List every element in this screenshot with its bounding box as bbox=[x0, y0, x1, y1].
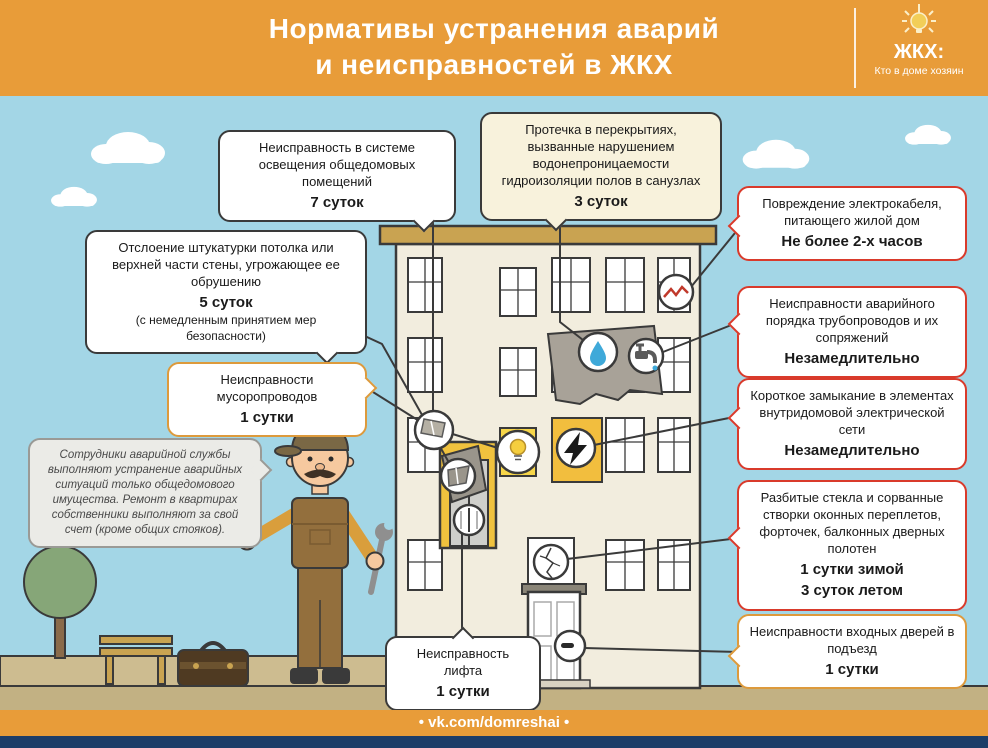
callout-glazing: Разбитые стекла и сорванные створки окон… bbox=[727, 480, 967, 611]
callout-short-circuit-term: Незамедлительно bbox=[784, 441, 920, 459]
callout-plaster: Отслоение штукатурки потолка или верхней… bbox=[85, 230, 367, 365]
briefcase bbox=[177, 641, 249, 687]
callout-elevator-term: 1 сутки bbox=[436, 682, 490, 700]
cracked-glass-marker-icon bbox=[532, 543, 570, 581]
callout-worker-note-text: Сотрудники аварийной службы выполняют ус… bbox=[47, 449, 243, 536]
callout-worker-note: Сотрудники аварийной службы выполняют ус… bbox=[28, 438, 272, 548]
poster-title: Нормативы устранения аварий и неисправно… bbox=[0, 11, 988, 84]
callout-elevator-text: Неисправность лифта bbox=[416, 646, 510, 678]
header: Нормативы устранения аварий и неисправно… bbox=[0, 0, 988, 96]
scene-illustration bbox=[0, 124, 988, 710]
bottom-bar bbox=[0, 736, 988, 748]
callout-glazing-term-winter: 1 сутки зимой bbox=[800, 560, 904, 578]
lightbulb-logo-icon bbox=[902, 4, 936, 33]
callout-glazing-term-summer: 3 суток летом bbox=[800, 582, 904, 600]
callout-lighting-term: 7 суток bbox=[310, 193, 364, 211]
callout-cable-text: Повреждение электрокабеля, питающего жил… bbox=[762, 196, 942, 228]
footer: • vk.com/domreshai • bbox=[0, 710, 988, 736]
callout-lighting: Неисправность в системе освещения общедо… bbox=[218, 130, 456, 232]
falling-plaster-marker-icon bbox=[439, 457, 477, 495]
callout-pipes-term: Незамедлительно bbox=[784, 349, 920, 367]
lightbulb-marker-icon bbox=[495, 429, 541, 475]
callout-plaster-term: 5 суток bbox=[199, 293, 253, 311]
callout-leak-term: 3 суток bbox=[574, 192, 628, 210]
callout-cable: Повреждение электрокабеля, питающего жил… bbox=[727, 186, 967, 262]
tree bbox=[23, 545, 97, 659]
elevator-doors-marker-icon bbox=[452, 503, 486, 537]
roof bbox=[378, 224, 718, 246]
callout-chute-term: 1 сутки bbox=[240, 408, 294, 426]
callout-elevator: Неисправность лифта 1 сутки bbox=[385, 626, 541, 712]
callout-entrance-doors-term: 1 сутки bbox=[825, 660, 879, 678]
callout-short-circuit: Короткое замыкание в элементах внутридом… bbox=[727, 378, 967, 471]
footer-link: • vk.com/domreshai • bbox=[418, 714, 570, 731]
bench bbox=[99, 635, 173, 685]
garbage-chute-marker-icon bbox=[413, 409, 455, 451]
callout-chute-text: Неисправности мусоропроводов bbox=[216, 372, 318, 404]
callout-plaster-text: Отслоение штукатурки потолка или верхней… bbox=[112, 240, 340, 289]
callout-pipes-text: Неисправности аварийного порядка трубопр… bbox=[765, 296, 939, 345]
callout-lighting-text: Неисправность в системе освещения общедо… bbox=[258, 140, 416, 189]
callout-glazing-text: Разбитые стекла и сорванные створки окон… bbox=[759, 490, 945, 556]
door-handle-marker-icon bbox=[553, 629, 587, 663]
callout-entrance-doors: Неисправности входных дверей в подъезд 1… bbox=[727, 614, 967, 690]
water-drop-marker-icon bbox=[577, 331, 619, 373]
callout-chute: Неисправности мусоропроводов 1 сутки bbox=[167, 362, 377, 438]
callout-leak-text: Протечка в перекрытиях, вызванные наруше… bbox=[501, 122, 701, 188]
header-divider bbox=[854, 8, 856, 88]
markers bbox=[413, 273, 695, 663]
callout-short-circuit-text: Короткое замыкание в элементах внутридом… bbox=[750, 388, 954, 437]
title-line-1: Нормативы устранения аварий bbox=[268, 13, 720, 44]
callout-cable-term: Не более 2-х часов bbox=[781, 232, 923, 250]
callout-pipes: Неисправности аварийного порядка трубопр… bbox=[727, 286, 967, 379]
broken-cable-marker-icon bbox=[657, 273, 695, 311]
callout-entrance-doors-text: Неисправности входных дверей в подъезд bbox=[749, 624, 955, 656]
faucet-marker-icon bbox=[627, 337, 665, 375]
callout-plaster-note: (с немедленным принятием мер безопасност… bbox=[135, 313, 317, 343]
lightning-marker-icon bbox=[555, 427, 597, 469]
logo-title: ЖКХ: bbox=[893, 41, 945, 63]
callout-leak: Протечка в перекрытиях, вызванные наруше… bbox=[480, 112, 722, 231]
brand-logo: ЖКХ: Кто в доме хозяин bbox=[860, 4, 978, 77]
title-line-2: и неисправностей в ЖКХ bbox=[315, 49, 673, 81]
logo-subtitle: Кто в доме хозяин bbox=[874, 65, 964, 77]
